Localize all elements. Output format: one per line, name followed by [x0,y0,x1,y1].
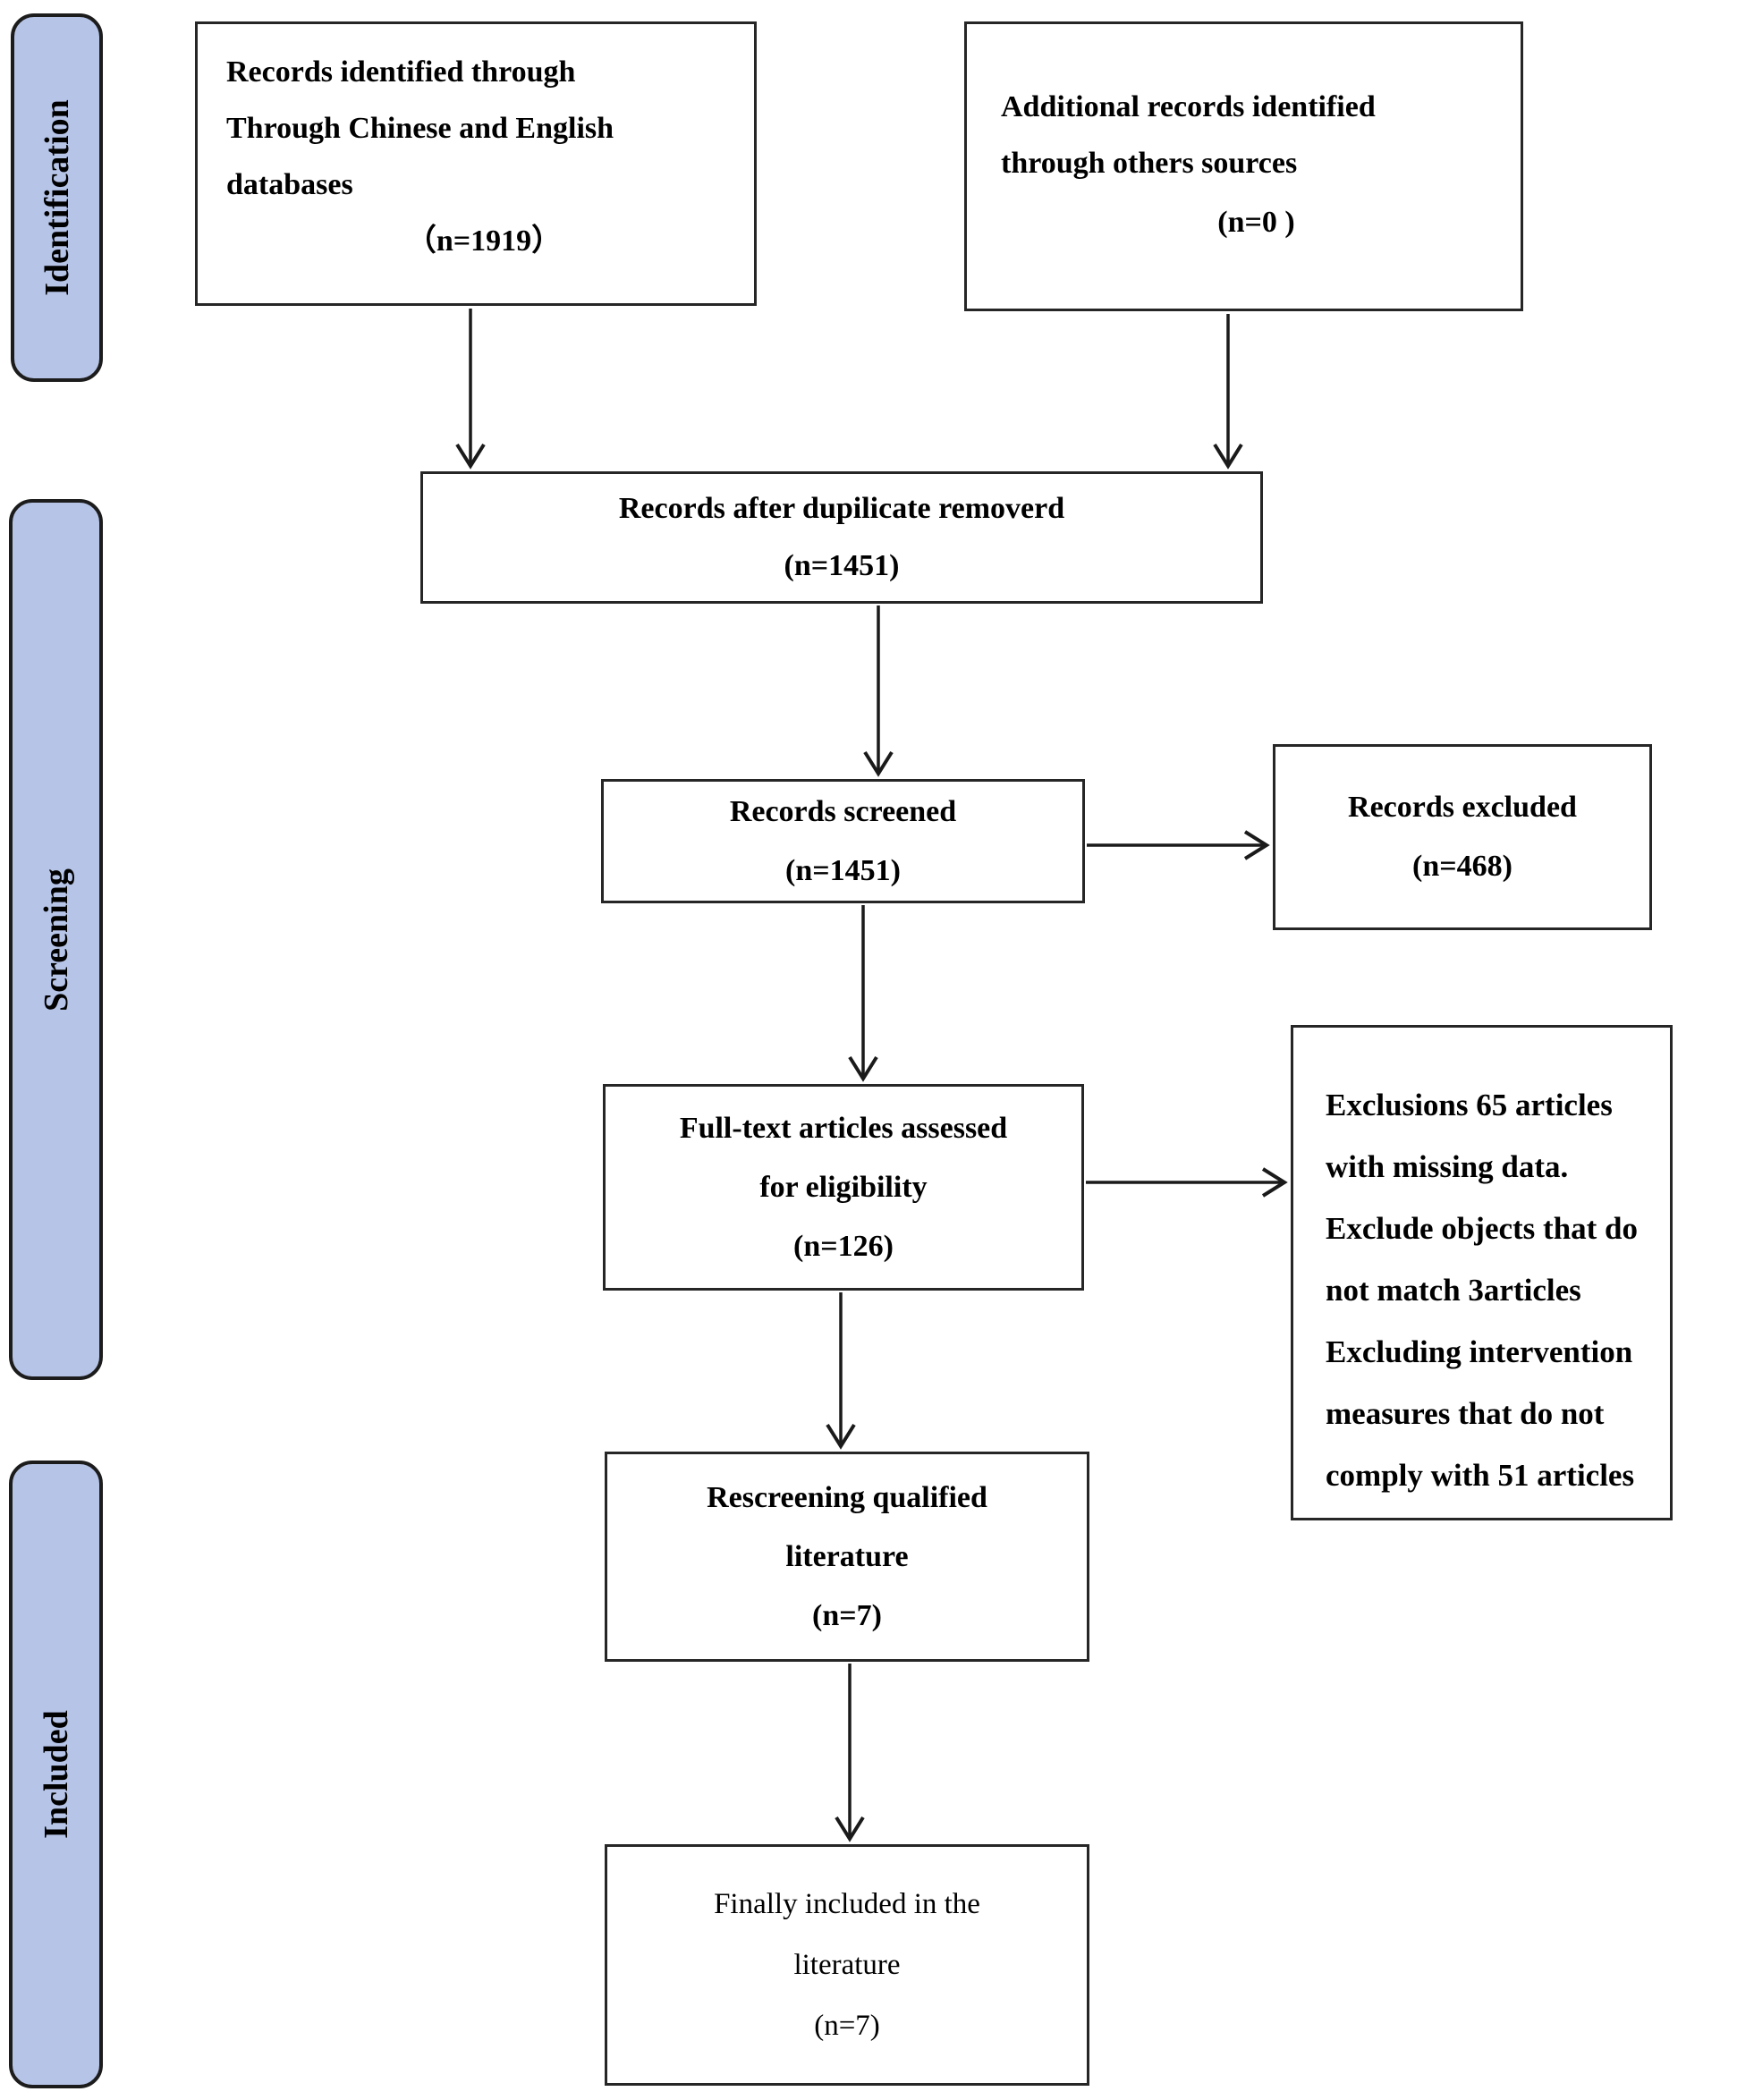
box-text-line: Additional records identified [1001,90,1376,123]
box-count: (n=0 ) [1217,206,1295,239]
box-count: (n=1451) [785,853,901,887]
box-finally-included: Finally included in the literature (n=7) [605,1844,1089,2086]
box-text-line: for eligibility [759,1170,928,1204]
stage-included-label: Included [37,1710,75,1839]
box-additional-records: Additional records identified through ot… [964,21,1523,311]
stage-screening: Screening [9,499,103,1380]
box-text-line: Finally included in the [714,1888,980,1920]
box-text-line: measures that do not [1326,1396,1605,1431]
box-text-line: Rescreening qualified [707,1480,987,1514]
box-text-line: Records after dupilicate removerd [618,492,1065,525]
box-records-screened: Records screened (n=1451) [601,779,1085,903]
box-text-line: with missing data. [1326,1149,1569,1184]
box-text-line: Records identified through [226,55,576,89]
box-text-line: literature [793,1949,901,1981]
box-text-line: Through Chinese and English [226,112,614,145]
box-text-line: Excluding intervention [1326,1334,1633,1369]
stage-identification-label: Identification [38,99,76,296]
box-count: (n=7) [814,2010,880,2042]
stage-screening-label: Screening [37,868,75,1012]
box-rescreening-qualified: Rescreening qualified literature (n=7) [605,1452,1089,1662]
box-count: (n=468) [1412,850,1513,883]
box-count: (n=1451) [784,549,900,582]
box-text-line: Full-text articles assessed [679,1111,1008,1145]
box-text-line: comply with 51 articles [1326,1458,1635,1493]
box-text-line: through others sources [1001,147,1298,180]
stage-included: Included [9,1461,103,2088]
box-count: （n=1919） [405,224,563,258]
box-exclusion-reasons: Exclusions 65 articles with missing data… [1291,1025,1673,1520]
box-text-line: not match 3articles [1326,1273,1581,1308]
box-text-line: Records excluded [1348,791,1577,824]
box-text-line: Exclude objects that do [1326,1211,1639,1246]
box-text-line: Exclusions 65 articles [1326,1088,1613,1122]
box-text-line: databases [226,168,353,201]
box-records-identified: Records identified through Through Chine… [195,21,757,306]
box-text-line: Records screened [729,794,957,828]
box-records-after-duplicates: Records after dupilicate removerd (n=145… [420,471,1263,604]
box-count: (n=126) [793,1229,894,1263]
box-count: (n=7) [812,1598,882,1632]
box-fulltext-assessed: Full-text articles assessed for eligibil… [603,1084,1084,1291]
stage-identification: Identification [11,13,103,382]
box-text-line: literature [785,1539,909,1573]
box-records-excluded: Records excluded (n=468) [1273,744,1652,930]
